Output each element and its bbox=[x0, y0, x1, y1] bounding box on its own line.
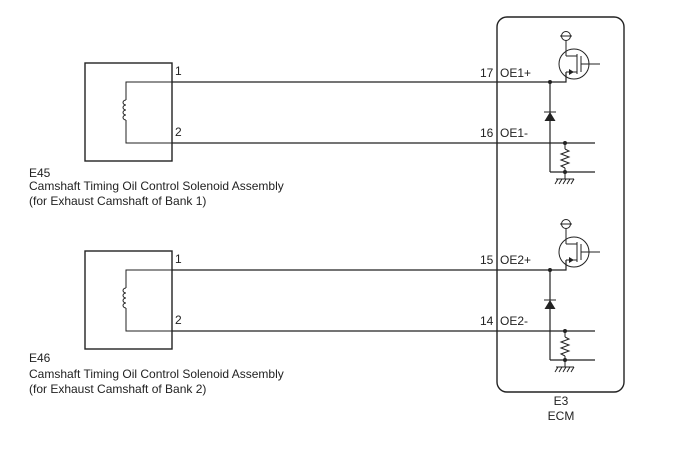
solenoid-e45-name: Camshaft Timing Oil Control Solenoid Ass… bbox=[29, 179, 284, 193]
solenoid-e45-id: E45 bbox=[29, 166, 51, 180]
solenoid-e45: 1 2 bbox=[84, 62, 182, 162]
ecm-signal-oe1-plus: OE1+ bbox=[500, 66, 531, 80]
diode-icon bbox=[544, 299, 556, 309]
solenoid-e46-lead-2 bbox=[125, 308, 172, 332]
solenoid-e45-lead-1 bbox=[125, 81, 172, 100]
ecm-connector-id: E3 bbox=[554, 394, 569, 408]
solenoid-e46-pin2-label: 2 bbox=[175, 313, 182, 327]
solenoid-e46: 1 2 bbox=[84, 250, 182, 350]
ecm-housing bbox=[496, 16, 625, 393]
coil-icon bbox=[122, 287, 127, 309]
solenoid-e46-name: Camshaft Timing Oil Control Solenoid Ass… bbox=[29, 367, 284, 381]
ecm-driver-circuit-bank2 bbox=[544, 219, 600, 373]
ecm-pin-17: 17 bbox=[480, 66, 494, 80]
ecm-pin-15: 15 bbox=[480, 253, 494, 267]
resistor-icon bbox=[559, 336, 571, 357]
solenoid-e46-body bbox=[84, 250, 173, 350]
mosfet-drain-lead bbox=[550, 260, 567, 271]
solenoid-e46-pin1-label: 1 bbox=[175, 252, 182, 266]
ecm-signal-oe1-minus: OE1- bbox=[500, 126, 528, 140]
solenoid-e45-pin1-label: 1 bbox=[175, 64, 182, 78]
junction-dot bbox=[563, 170, 567, 174]
ground-icon bbox=[554, 178, 575, 185]
resistor-icon bbox=[559, 148, 571, 169]
ground-icon bbox=[554, 366, 575, 373]
ecm-signal-oe2-plus: OE2+ bbox=[500, 253, 531, 267]
solenoid-e45-note: (for Exhaust Camshaft of Bank 1) bbox=[29, 194, 206, 208]
ecm-driver-circuit-bank1 bbox=[544, 31, 600, 185]
ecm-pin-14: 14 bbox=[480, 314, 494, 328]
ecm-name: ECM bbox=[548, 409, 575, 423]
solenoid-e46-lead-1 bbox=[125, 269, 172, 288]
solenoid-e46-id: E46 bbox=[29, 351, 51, 365]
mosfet-drain-lead bbox=[550, 72, 567, 83]
solenoid-e45-body bbox=[84, 62, 173, 162]
diode-icon bbox=[544, 111, 556, 121]
mosfet-icon bbox=[558, 236, 600, 268]
ecm-signal-oe2-minus: OE2- bbox=[500, 314, 528, 328]
mosfet-icon bbox=[558, 48, 600, 80]
solenoid-e45-pin2-label: 2 bbox=[175, 125, 182, 139]
junction-dot bbox=[563, 358, 567, 362]
solenoid-e45-lead-2 bbox=[125, 120, 172, 144]
ecm-pin-16: 16 bbox=[480, 126, 494, 140]
coil-icon bbox=[122, 99, 127, 121]
solenoid-e46-note: (for Exhaust Camshaft of Bank 2) bbox=[29, 382, 206, 396]
